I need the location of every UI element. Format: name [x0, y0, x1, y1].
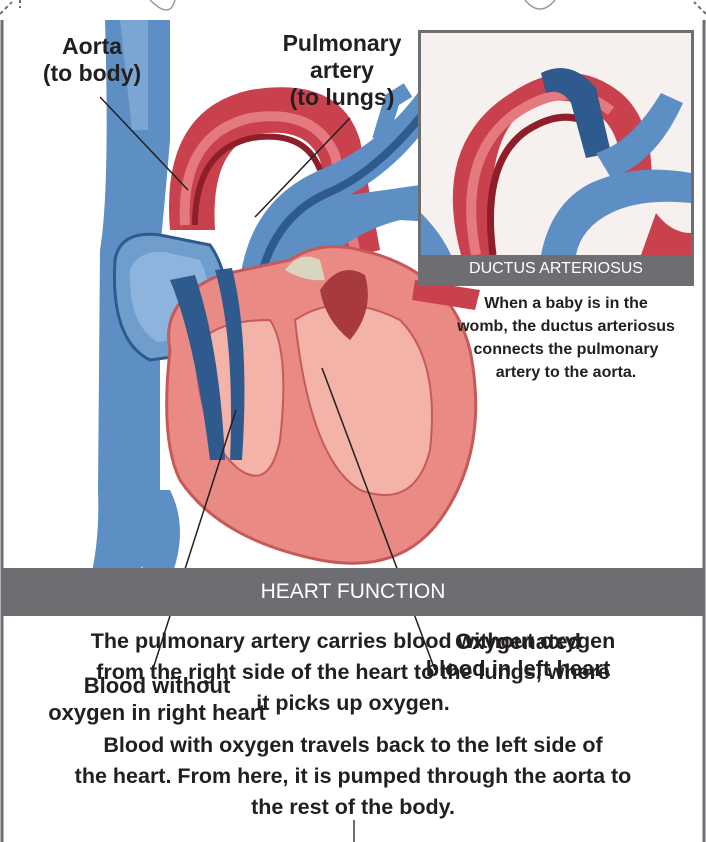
ductus-caption-line-2: womb, the ductus arteriosus: [432, 315, 700, 338]
paragraph-pulmonary: The pulmonary artery carries blood witho…: [20, 626, 686, 719]
label-aorta-line-2: (to body): [22, 60, 162, 87]
label-aorta: Aorta (to body): [22, 33, 162, 87]
section-title: HEART FUNCTION: [3, 568, 703, 616]
ductus-caption-line-1: When a baby is in the: [432, 292, 700, 315]
paragraph-aorta-line-3: the rest of the body.: [20, 792, 686, 823]
label-pulmonary-artery-line-1: Pulmonary: [262, 30, 422, 57]
paragraph-pulmonary-line-1: The pulmonary artery carries blood witho…: [20, 626, 686, 657]
label-pulmonary-artery-line-2: artery: [262, 57, 422, 84]
ductus-inset: DUCTUS ARTERIOSUS: [418, 30, 694, 286]
ductus-inset-title: DUCTUS ARTERIOSUS: [421, 255, 691, 283]
label-pulmonary-artery: Pulmonary artery (to lungs): [262, 30, 422, 111]
paragraph-pulmonary-line-2: from the right side of the heart to the …: [20, 657, 686, 688]
ductus-caption: When a baby is in the womb, the ductus a…: [432, 292, 700, 384]
paragraph-aorta: Blood with oxygen travels back to the le…: [20, 730, 686, 823]
label-aorta-line-1: Aorta: [22, 33, 162, 60]
paragraph-aorta-line-2: the heart. From here, it is pumped throu…: [20, 761, 686, 792]
ductus-caption-line-4: artery to the aorta.: [432, 361, 700, 384]
ductus-caption-line-3: connects the pulmonary: [432, 338, 700, 361]
paragraph-pulmonary-line-3: it picks up oxygen.: [20, 688, 686, 719]
ductus-inset-image: [421, 33, 691, 255]
label-pulmonary-artery-line-3: (to lungs): [262, 84, 422, 111]
paragraph-aorta-line-1: Blood with oxygen travels back to the le…: [20, 730, 686, 761]
